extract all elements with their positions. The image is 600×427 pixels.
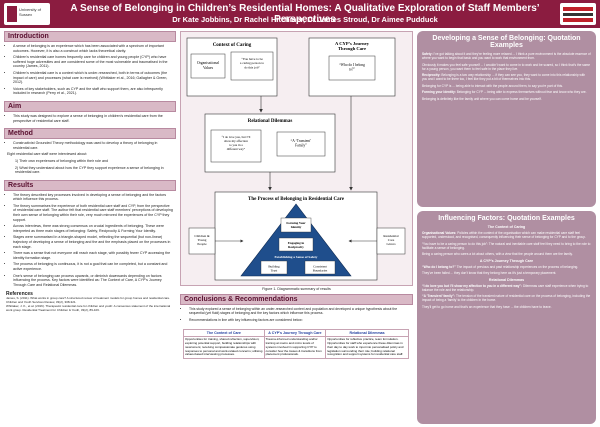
table-cell: Opportunities for reflective practice, t… (325, 336, 409, 360)
context-title: Context of Caring (213, 43, 252, 48)
reference-item: Whittaker, J. K., et al. (2016). Therape… (6, 303, 171, 312)
quote-item: Belonging for CYP is ... being able to i… (422, 83, 563, 88)
table-header: Relational Dilemmas (325, 329, 409, 338)
table-cell: Trauma-informed understanding and/or tra… (263, 336, 327, 360)
quote-item: Safety: I’ve got talking about it and th… (422, 52, 591, 60)
reference-item: James, S. (2011). What works in group ca… (6, 296, 171, 304)
stage-top-box (280, 217, 312, 233)
introduction-heading: Introduction (4, 31, 176, 42)
references: References James, S. (2011). What works … (4, 292, 176, 313)
list-item: The process of belonging is continuous, … (13, 262, 173, 271)
list-item: Children’s residential care homes freque… (13, 55, 173, 69)
process-title: The Process of Belonging in Residential … (248, 197, 345, 202)
factors-box: Influencing Factors: Quotation Examples … (417, 211, 596, 424)
stage-mid-box (278, 237, 314, 252)
relational-right-box (276, 131, 326, 157)
conclusions-heading: Conclusions & Recommendations (180, 294, 413, 305)
left-column: Introduction A sense of belonging is an … (4, 31, 176, 424)
quote-item: Reciprocity: Belonging is a two way rela… (422, 73, 586, 81)
figure-caption: Figure 1. Diagrammatic summary of result… (262, 287, 331, 291)
quote-item: They’ll get to go home and that’s an exp… (422, 304, 552, 309)
list-item: This study was designed to explore a sen… (13, 114, 173, 123)
list-item: This study explored a sense of belonging… (189, 307, 410, 316)
list-item: Stages were summarised in a triangle-sha… (13, 235, 173, 249)
org-values-box (190, 53, 226, 79)
quote-item: “You have to be a caring person to do th… (422, 241, 591, 250)
recommendations-table: The Context of Care A CYP’s Journey Thro… (183, 329, 409, 360)
cyp-box (188, 227, 216, 255)
stage-base-label: Establishing a Sense of Safety (275, 255, 318, 259)
list-item: Children’s residential care is a context… (13, 71, 173, 85)
right-column: Developing a Sense of Belonging: Quotati… (417, 31, 596, 424)
table-header: A CYP’s Journey Through Care (263, 329, 327, 338)
method-body: Constructivist Grounded Theory methodolo… (4, 139, 176, 180)
list-item: There was a sense that not everyone will… (13, 251, 173, 260)
quote-item: “I do love you but I’ll show my affectio… (422, 283, 589, 292)
relational-title: Relational Dilemmas (248, 119, 293, 124)
list-item: Recommendations in line with key influen… (189, 318, 410, 322)
introduction-list: A sense of belonging is an experience wh… (4, 42, 176, 101)
method-para: Eight residential care staff were interv… (7, 152, 88, 157)
context-subheading: The Context of Caring (487, 225, 526, 229)
quotes-box: Developing a Sense of Belonging: Quotati… (417, 31, 596, 207)
journey-quote-box (328, 55, 376, 81)
list-item: The theory described key processes invol… (13, 193, 173, 202)
partner-logo (560, 3, 596, 25)
factors-heading: Influencing Factors: Quotation Examples (438, 215, 575, 222)
trust-box (260, 260, 288, 275)
conclusions-section: Conclusions & Recommendations This study… (180, 294, 413, 424)
quote-item: Organisational Values: Policies within t… (422, 231, 586, 239)
results-list: The theory described key processes invol… (4, 191, 176, 293)
quote-item: Being a caring person who cares a lot ab… (422, 252, 573, 256)
quote-item: Forming your Identity: Belonging for CYP… (422, 90, 587, 94)
quote-item: “A ‘Transient’ family”: The tension of t… (422, 294, 591, 302)
references-heading: References (6, 291, 33, 298)
aim-heading: Aim (4, 100, 176, 112)
method-heading: Method (4, 128, 176, 140)
method-item: 2) What they understand about how the CY… (15, 165, 164, 175)
quotes-heading: Developing a Sense of Belonging: Quotati… (432, 35, 581, 49)
conclusions-list: This study explored a sense of belonging… (180, 305, 413, 327)
list-item: Constructivist Grounded Theory methodolo… (13, 141, 173, 150)
university-logo: University of Sussex (4, 3, 50, 25)
boundaries-box (304, 260, 336, 275)
relational-subheading: Relational Dilemmas (488, 277, 525, 282)
poster-header: University of Sussex A Sense of Belongin… (0, 0, 600, 28)
caregivers-box (376, 227, 406, 255)
results-heading: Results (4, 179, 176, 191)
table-header: The Context of Care (183, 329, 265, 338)
quote-item: Obviously it makes you feel safe yoursel… (422, 62, 591, 71)
relational-left-box (210, 129, 262, 163)
list-item: Across interviews, there was strong cons… (13, 224, 173, 233)
list-item: The theory summarises the experience of … (13, 204, 173, 222)
list-item: Voices of key stakeholders, such as CYP … (13, 87, 173, 96)
list-item: A sense of belonging is an experience wh… (13, 44, 173, 53)
quote-item: They’ve been failed ... they don’t know … (422, 271, 557, 275)
table-cell: Opportunities for training, shared refle… (183, 336, 265, 360)
quote-item: “Who do I belong to?” The impact of prev… (422, 264, 579, 269)
poster-title: A Sense of Belonging in Children’s Resid… (70, 3, 540, 25)
relational-right-quote: “A ‘Transient’Family” (291, 138, 312, 148)
list-item: One’s sense of belonging can process upw… (13, 274, 173, 288)
method-item: 1) Their own experiences of belonging wi… (15, 158, 109, 163)
context-quote-box (230, 51, 274, 81)
journey-subheading: A CYP’s Journey Through Care (479, 258, 534, 263)
quote-item: Belonging is definitely like the family … (422, 96, 542, 101)
aim-list: This study was designed to explore a sen… (4, 112, 176, 128)
poster-authors: Dr Kate Jobbins, Dr Rachel Hitchiner, Dr… (172, 15, 438, 24)
